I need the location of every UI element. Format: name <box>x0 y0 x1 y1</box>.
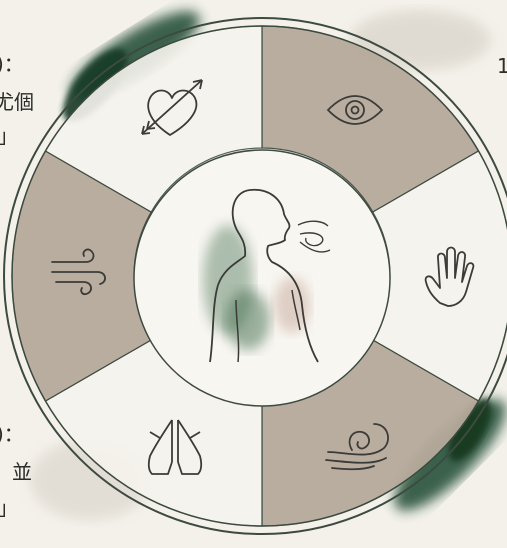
edge-fragment-left-top-1: )： <box>0 54 24 74</box>
edge-fragment-right-top: 1 <box>497 56 507 76</box>
edge-fragment-left-bottom-3: 」 <box>0 498 18 518</box>
edge-fragment-left-top-3: 」 <box>0 126 18 146</box>
edge-fragment-left-top-2: 尤個 <box>0 92 34 112</box>
inner-circle-line <box>134 150 390 406</box>
edge-fragment-left-bottom-1: )： <box>0 424 24 444</box>
edge-fragment-left-bottom-2: 並 <box>12 462 32 482</box>
